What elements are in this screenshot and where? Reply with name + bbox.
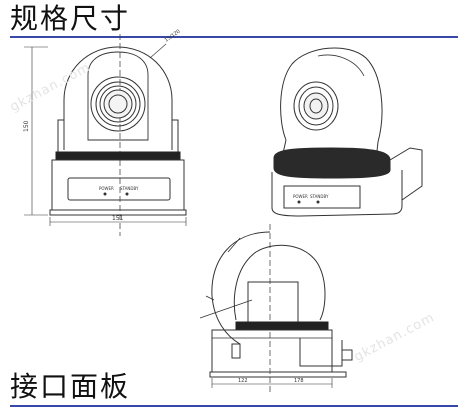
section-title-dimensions: 规格尺寸: [10, 2, 131, 35]
iso-dome: [280, 47, 383, 143]
side-view: [199, 224, 353, 392]
front-view: [24, 34, 187, 236]
tilt-arc: [211, 231, 271, 345]
iso-power-led: [297, 200, 301, 204]
iso-neck-ring: [273, 147, 391, 179]
standby-label: STANDBY: [120, 186, 139, 191]
iso-lens-glass: [303, 92, 329, 120]
lens-ring-inner: [108, 94, 128, 114]
section-title-interface: 接口面板: [10, 370, 131, 403]
side-head: [233, 244, 326, 321]
angle-leader: [149, 43, 167, 59]
lens-ring-outer: [90, 76, 146, 132]
camera-face: [87, 51, 149, 141]
right-arm: [170, 119, 179, 153]
iso-base-side: [389, 147, 423, 201]
side-neck: [235, 321, 329, 331]
side-connector: [341, 349, 353, 361]
side-dim-b-text: 178: [294, 378, 304, 384]
iso-base: [271, 170, 403, 217]
angle-dim-text: 15/120: [164, 29, 182, 44]
iso-lens-ring: [293, 81, 339, 131]
left-arm: [57, 119, 66, 153]
isometric-view: [271, 47, 423, 217]
lens-glass: [103, 89, 133, 119]
tilt-arrow: [205, 295, 215, 301]
iso-lens-ring: [298, 86, 334, 126]
neck-ring: [55, 151, 181, 161]
iso-lens-inner: [309, 98, 323, 114]
iso-dome-highlight: [317, 54, 365, 77]
section-divider: [10, 405, 458, 407]
side-base-plate: [209, 371, 347, 378]
side-lens-block: [247, 281, 299, 323]
section-divider: [10, 36, 458, 38]
power-label: POWER: [99, 186, 114, 191]
side-dim-a-text: 122: [238, 378, 248, 384]
power-led: [103, 192, 107, 196]
side-rear-box: [299, 338, 343, 367]
standby-led: [125, 192, 129, 196]
width-dim-text: 151: [112, 215, 124, 222]
side-port: [231, 343, 241, 359]
height-dim-text: 150: [23, 120, 30, 132]
iso-standby-label: STANDBY: [310, 194, 329, 199]
iso-front-panel: [283, 185, 361, 209]
iso-power-label: POWER: [293, 194, 308, 199]
iso-standby-led: [316, 200, 320, 204]
camera-head-outline: [63, 46, 173, 150]
front-panel: [67, 177, 171, 201]
base-body: [51, 159, 185, 211]
base-plate: [49, 209, 187, 216]
tilt-arrow: [227, 237, 241, 253]
tilt-leader: [199, 299, 253, 319]
lens-ring: [99, 85, 137, 123]
lens-ring: [95, 81, 141, 127]
